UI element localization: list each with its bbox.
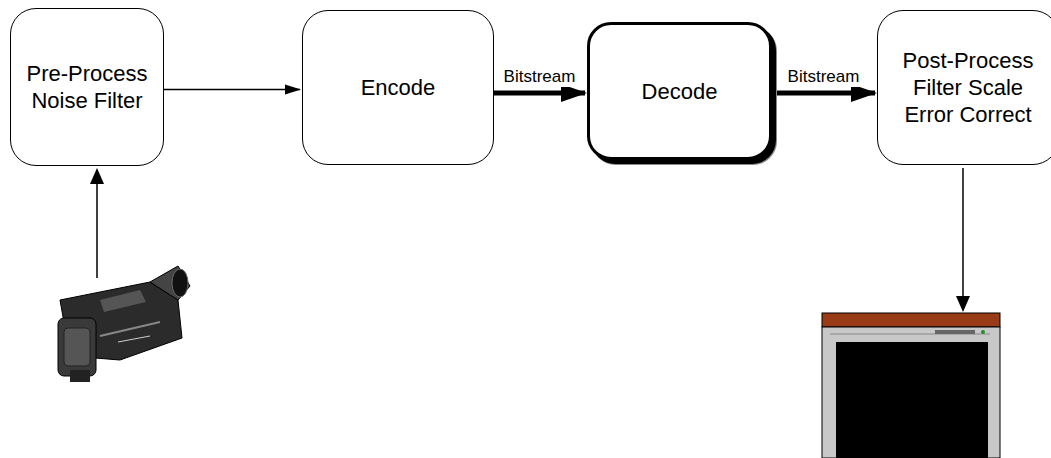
text-stack: Encode bbox=[353, 68, 444, 107]
text-stack: Pre-Process Noise Filter bbox=[11, 54, 163, 120]
text-stack: Post-Process Filter Scale Error Correct bbox=[878, 41, 1051, 134]
process-box: Pre-Process Noise Filter bbox=[10, 8, 164, 166]
bitstream-arrow bbox=[772, 91, 875, 96]
edge-label: Bitstream bbox=[786, 67, 862, 87]
text-stack: Decode bbox=[634, 72, 726, 111]
bitstream-arrow bbox=[494, 91, 585, 96]
decode-box: Decode bbox=[587, 22, 772, 160]
output-line bbox=[962, 168, 964, 300]
process-box: Encode bbox=[302, 10, 494, 165]
box-label: Pre-Process Noise Filter bbox=[11, 54, 163, 120]
input-arrowhead bbox=[90, 168, 104, 184]
process-box: Post-Process Filter Scale Error Correct bbox=[877, 10, 1051, 165]
edge-label: Bitstream bbox=[502, 67, 578, 87]
box-label: Post-Process Filter Scale Error Correct bbox=[878, 41, 1051, 134]
output-arrowhead bbox=[956, 296, 970, 312]
box-label: Decode bbox=[634, 72, 726, 111]
video-camera bbox=[58, 266, 190, 382]
box-label: Encode bbox=[353, 68, 444, 107]
input-line bbox=[96, 172, 98, 278]
monitor bbox=[822, 313, 1000, 458]
flow-arrow bbox=[164, 89, 300, 91]
